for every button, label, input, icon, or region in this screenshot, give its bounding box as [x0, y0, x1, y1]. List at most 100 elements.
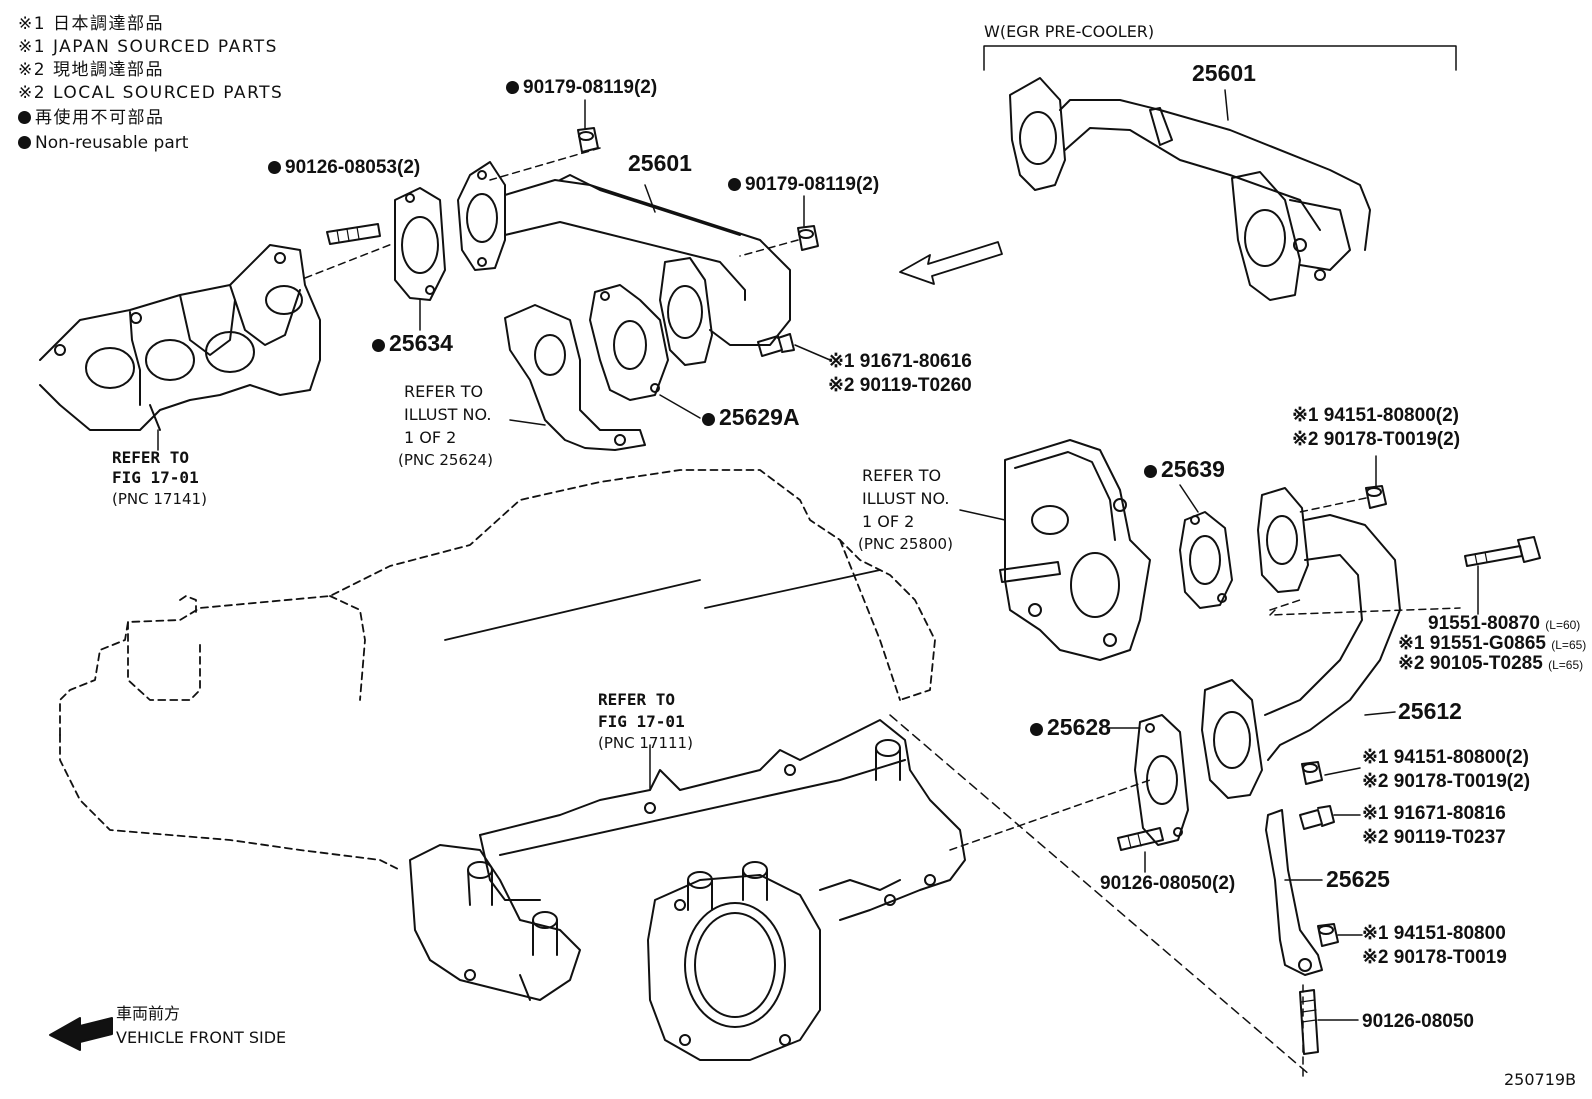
bracket-25625: [1265, 809, 1323, 976]
part-90126-08050[interactable]: 90126-08050: [1362, 1011, 1474, 1032]
part-90179-a[interactable]: 90179-08119(2): [506, 78, 657, 97]
nut-90179-a: [577, 127, 599, 153]
non-reusable-dot-icon: [1144, 465, 1157, 478]
egr-pipe-25612: [1201, 487, 1401, 799]
part-90178-T0019-b[interactable]: ※2 90178-T0019(2): [1362, 771, 1531, 792]
exhaust-manifold: [39, 244, 321, 431]
part-91671-80616[interactable]: ※1 91671-80616: [828, 351, 972, 372]
legend-line-2: ※1 JAPAN SOURCED PARTS: [18, 37, 278, 57]
direction-arrow: [899, 241, 1003, 285]
nut-94151-b: [1301, 761, 1323, 785]
leader-dashed: [1269, 607, 1461, 616]
alignment-dashed: [889, 714, 1311, 1076]
ref-illust-25800-line4: (PNC 25800): [858, 535, 953, 553]
gasket-25628: [1134, 714, 1189, 846]
vehicle-front-arrow: [49, 1017, 113, 1051]
part-90126-08050-2[interactable]: 90126-08050(2): [1100, 873, 1236, 894]
bolt-91671-80816: [1299, 805, 1335, 830]
part-91671-80816[interactable]: ※1 91671-80816: [1362, 803, 1506, 824]
non-reusable-dot-icon: [372, 339, 385, 352]
leader: [644, 184, 656, 213]
nut-94151-c: [1317, 923, 1339, 947]
leader: [509, 419, 546, 426]
ref-fig-17111-line2: FIG 17-01: [598, 712, 685, 731]
ref-illust-25624-line4: (PNC 25624): [398, 451, 493, 469]
leader-dashed: [489, 147, 601, 181]
egr-pipe-25601-cooler: [1009, 77, 1371, 301]
part-91551-80870[interactable]: 91551-80870 (L=60): [1428, 613, 1581, 634]
leader: [659, 394, 701, 419]
leader-dashed: [1299, 497, 1367, 513]
ref-fig-17111-line1: REFER TO: [598, 690, 676, 709]
bolt-91551: [1464, 536, 1541, 567]
part-25612[interactable]: 25612: [1398, 698, 1462, 724]
bolt-91671-80616: [757, 333, 795, 357]
non-reusable-dot-icon: [18, 136, 31, 149]
ref-fig-17141-line2: FIG 17-01: [112, 468, 199, 487]
legend-line-4: ※2 LOCAL SOURCED PARTS: [18, 83, 284, 103]
diagram-id: 250719B: [1504, 1070, 1577, 1089]
egr-pipe-25601-mid: [457, 161, 791, 366]
ref-illust-25800-line2: ILLUST NO.: [862, 489, 950, 508]
part-94151-80800-a[interactable]: ※1 94151-80800(2): [1292, 405, 1459, 426]
legend-line-6: Non-reusable part: [18, 135, 188, 152]
ref-fig-17141-line3: (PNC 17141): [112, 490, 207, 508]
ref-illust-25800-line1: REFER TO: [862, 466, 942, 485]
ref-illust-25624-line3: 1 OF 2: [404, 428, 457, 447]
leader-dashed: [739, 239, 799, 257]
nut-94151-a: [1365, 485, 1387, 509]
part-90126-08053[interactable]: 90126-08053(2): [268, 158, 420, 177]
leader: [1324, 767, 1361, 776]
non-reusable-dot-icon: [506, 81, 519, 94]
engine-block-outline: [59, 469, 936, 871]
egr-valve-25800: [999, 439, 1151, 661]
part-90179-b[interactable]: 90179-08119(2): [728, 175, 879, 194]
legend-line-5: 再使用不可部品: [18, 110, 165, 127]
ref-illust-25624-line2: ILLUST NO.: [404, 405, 492, 424]
part-25629A[interactable]: 25629A: [702, 406, 800, 429]
part-90178-T0019-a[interactable]: ※2 90178-T0019(2): [1292, 429, 1461, 450]
vehicle-front-en: VEHICLE FRONT SIDE: [116, 1028, 287, 1047]
ref-illust-25624-line1: REFER TO: [404, 382, 484, 401]
leader-dashed: [304, 243, 393, 279]
leader: [794, 344, 831, 361]
part-25625[interactable]: 25625: [1326, 866, 1390, 892]
leader: [959, 509, 1006, 521]
leader-dashed: [1269, 599, 1301, 611]
part-90119-T0237[interactable]: ※2 90119-T0237: [1362, 827, 1506, 848]
part-90178-T0019-c[interactable]: ※2 90178-T0019: [1362, 947, 1507, 968]
cooler-bracket: [983, 45, 1457, 71]
block-line: [444, 579, 701, 641]
gasket-25634: [394, 187, 446, 301]
ref-fig-17111-line3: (PNC 17111): [598, 734, 693, 752]
part-90105-T0285[interactable]: ※2 90105-T0285 (L=65): [1398, 653, 1584, 674]
stud-90126-08050-2: [1117, 827, 1164, 851]
gasket-25639: [1179, 511, 1233, 609]
non-reusable-dot-icon: [268, 161, 281, 174]
leader: [1179, 484, 1199, 513]
part-25601-cooler[interactable]: 25601: [1192, 60, 1256, 86]
part-25639[interactable]: 25639: [1144, 458, 1225, 481]
gasket-25629A: [589, 284, 669, 401]
part-94151-80800-b[interactable]: ※1 94151-80800(2): [1362, 747, 1529, 768]
part-90119-T0260[interactable]: ※2 90119-T0260: [828, 375, 972, 396]
egr-cooler-title: W(EGR PRE-COOLER): [984, 22, 1155, 41]
legend-line-1: ※1 日本調達部品: [18, 14, 164, 34]
part-25628[interactable]: 25628: [1030, 716, 1111, 739]
non-reusable-dot-icon: [1030, 723, 1043, 736]
bracket-25624: [504, 304, 646, 451]
part-94151-80800-c[interactable]: ※1 94151-80800: [1362, 923, 1506, 944]
alignment-dashed: [949, 779, 1151, 851]
block-line: [704, 569, 881, 609]
leader: [1364, 711, 1396, 716]
nut-90179-b: [797, 225, 819, 251]
non-reusable-dot-icon: [728, 178, 741, 191]
part-91551-G0865[interactable]: ※1 91551-G0865 (L=65): [1398, 633, 1587, 654]
part-25634[interactable]: 25634: [372, 332, 453, 355]
ref-illust-25800-line3: 1 OF 2: [862, 512, 915, 531]
non-reusable-dot-icon: [702, 413, 715, 426]
legend-line-3: ※2 現地調達部品: [18, 60, 164, 80]
part-25601-mid[interactable]: 25601: [628, 150, 692, 176]
